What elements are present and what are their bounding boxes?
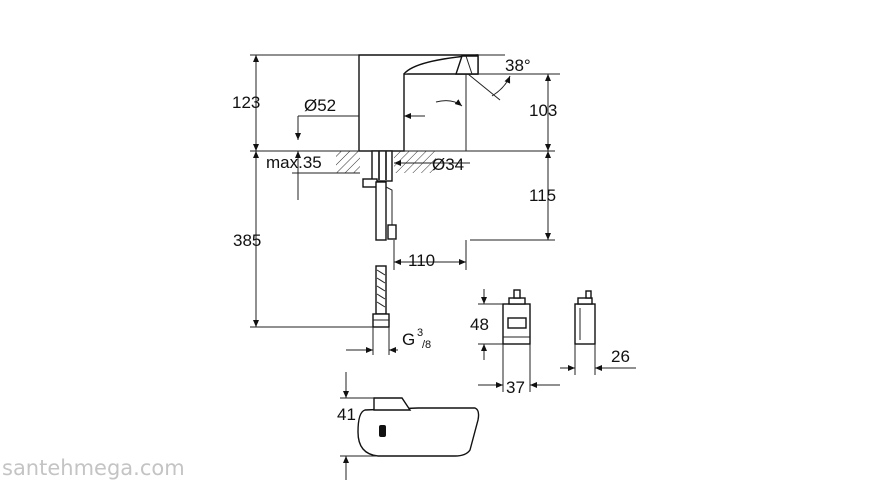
dimension-lines bbox=[250, 54, 560, 355]
dim-103: 103 bbox=[529, 101, 557, 120]
dim-41: 41 bbox=[337, 405, 356, 424]
dim-115: 115 bbox=[529, 186, 556, 205]
dim-angle-38: 38° bbox=[505, 56, 531, 75]
dim-thread-prefix: G bbox=[402, 330, 415, 349]
dim-48: 48 bbox=[470, 315, 489, 334]
dim-diameter-52: Ø52 bbox=[304, 96, 336, 115]
dim-26: 26 bbox=[611, 347, 630, 366]
dim-thread-denominator: /8 bbox=[422, 339, 431, 351]
dim-thread-numerator: 3 bbox=[417, 327, 423, 339]
dim-diameter-34: Ø34 bbox=[432, 155, 464, 174]
control-box-front bbox=[478, 289, 560, 392]
dim-123: 123 bbox=[232, 93, 260, 112]
watermark-text: santehmega.com bbox=[2, 456, 185, 480]
dim-37: 37 bbox=[506, 378, 525, 397]
control-box-side bbox=[560, 290, 636, 375]
dim-max-35: max.35 bbox=[266, 153, 322, 172]
faucet-top-view bbox=[340, 372, 480, 480]
dim-385: 385 bbox=[233, 231, 261, 250]
dim-110: 110 bbox=[408, 251, 435, 270]
faucet-side-view bbox=[336, 54, 479, 328]
